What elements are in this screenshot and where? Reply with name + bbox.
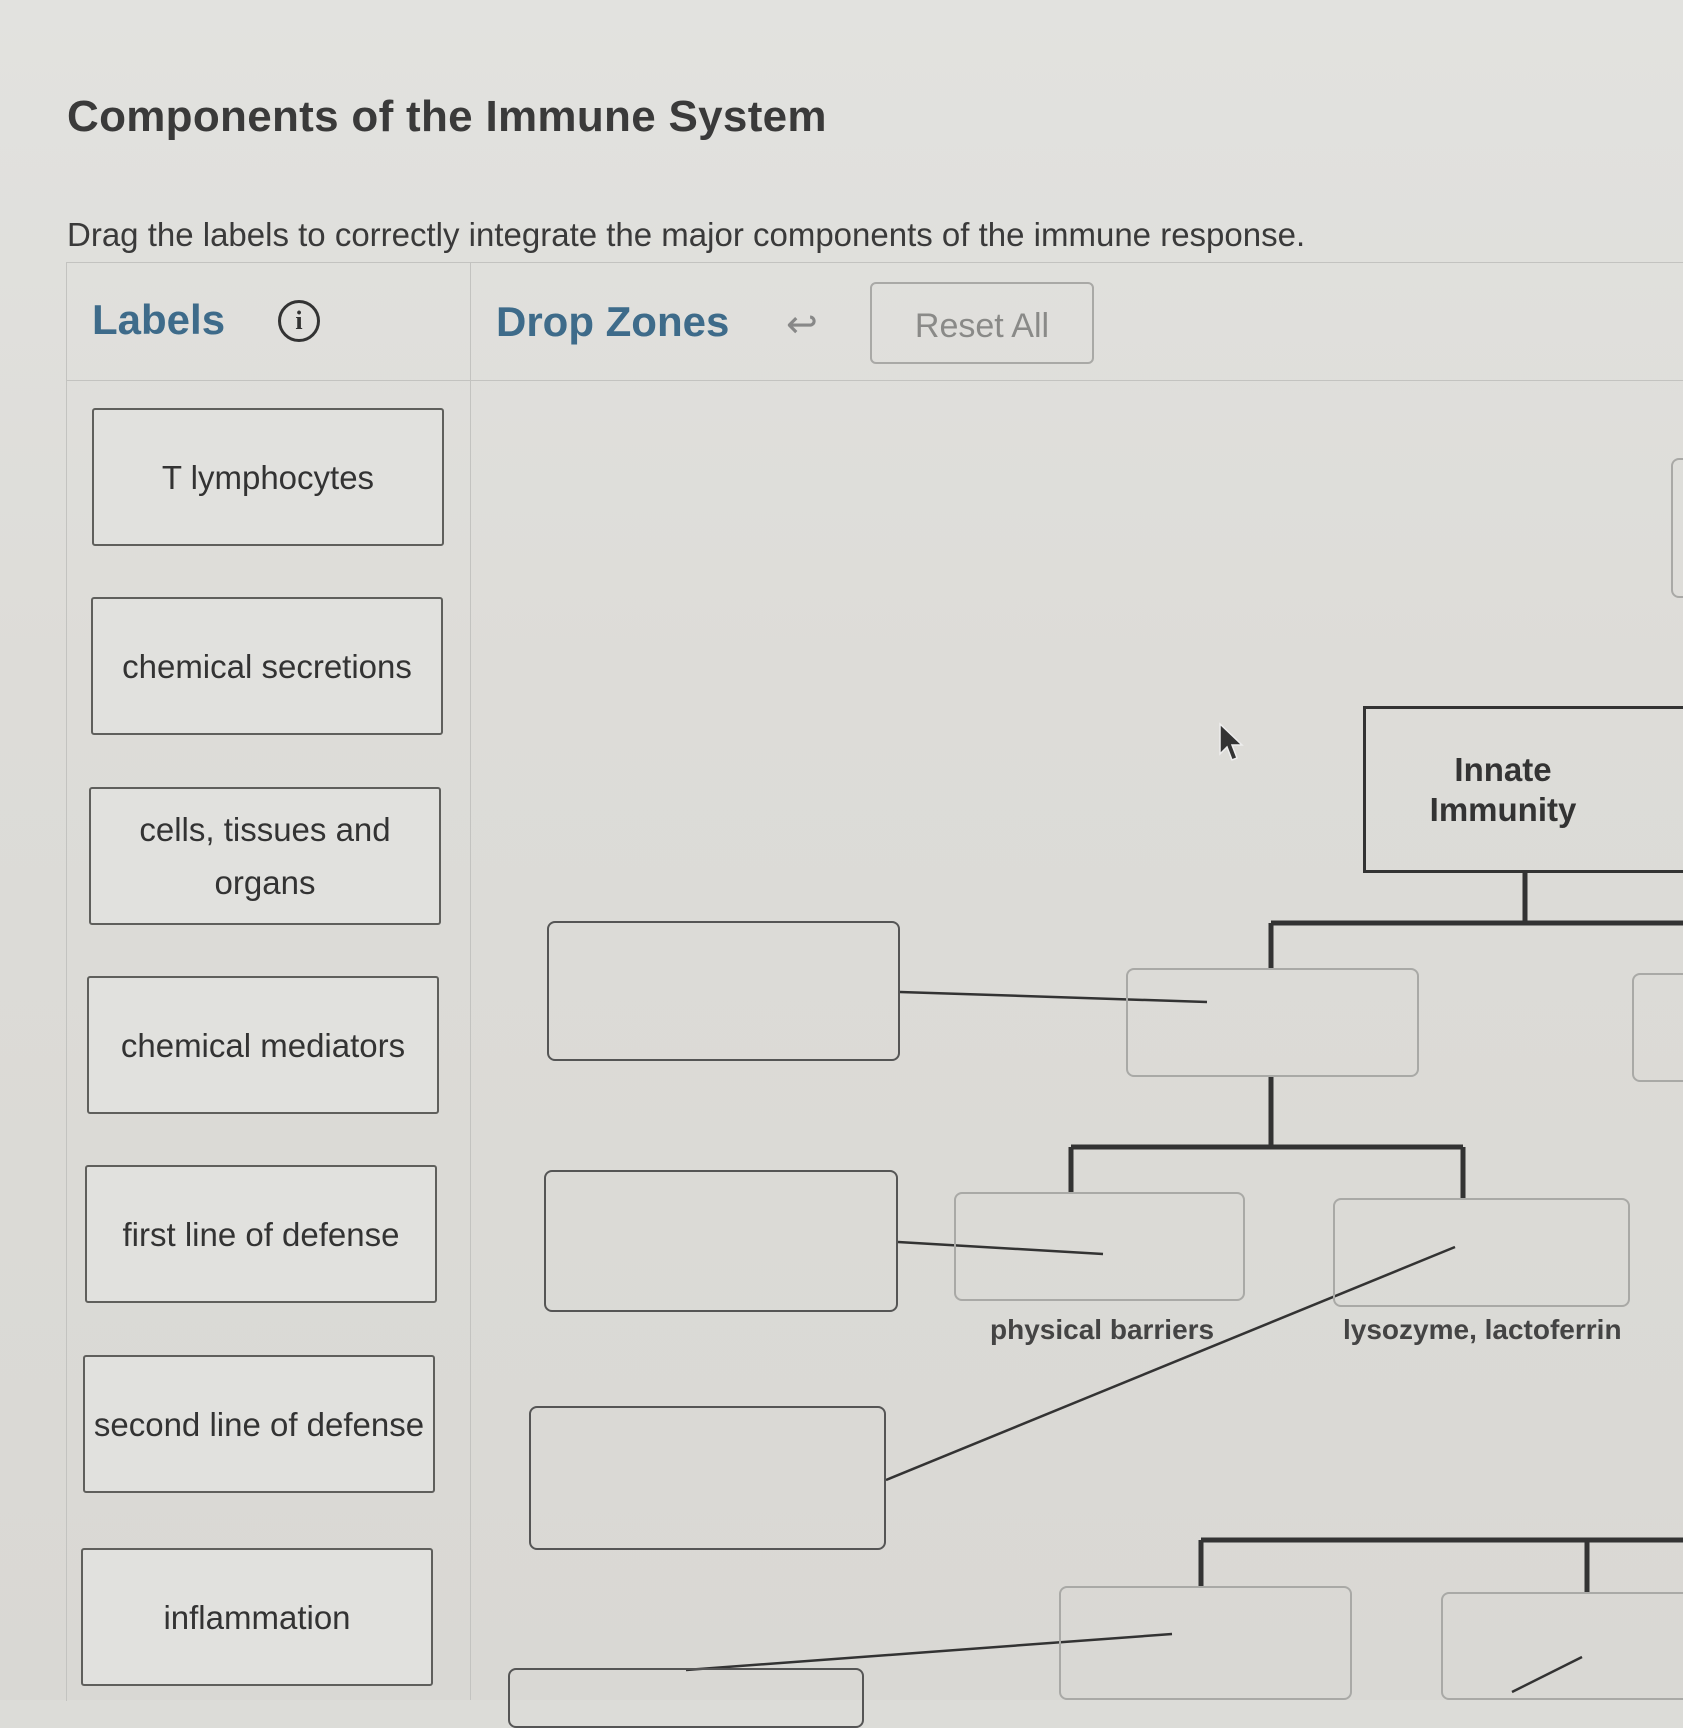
label-inflammation[interactable]: inflammation	[81, 1548, 433, 1686]
undo-icon[interactable]: ↩	[786, 304, 818, 346]
drop-zone[interactable]	[1059, 1586, 1352, 1700]
drop-zone[interactable]	[529, 1406, 886, 1550]
drop-zone[interactable]	[1671, 458, 1683, 598]
drop-zone[interactable]	[954, 1192, 1245, 1301]
column-divider	[470, 262, 471, 1700]
drop-zones-heading: Drop Zones	[496, 298, 730, 345]
info-icon[interactable]: i	[278, 300, 320, 342]
physical-barriers-text: physical barriers	[990, 1314, 1215, 1345]
label-first-line-of-defense[interactable]: first line of defense	[85, 1165, 437, 1303]
label-second-line-of-defense[interactable]: second line of defense	[83, 1355, 435, 1493]
label-chemical-mediators[interactable]: chemical mediators	[87, 976, 439, 1114]
drop-zone[interactable]	[1333, 1198, 1630, 1307]
activity-panel	[66, 262, 1683, 1701]
lysozyme-lactoferrin-text: lysozyme, lactoferrin	[1343, 1314, 1622, 1345]
labels-heading: Labels	[92, 296, 226, 343]
drop-zone[interactable]	[1632, 973, 1683, 1082]
label-chemical-secretions[interactable]: chemical secretions	[91, 597, 443, 735]
drop-zone[interactable]	[1126, 968, 1419, 1077]
drop-zone[interactable]	[547, 921, 900, 1061]
innate-immunity-label: Innate Immunity	[1429, 750, 1577, 828]
drop-zone[interactable]	[544, 1170, 898, 1312]
drop-zone[interactable]	[508, 1668, 864, 1728]
instructions-text: Drag the labels to correctly integrate t…	[67, 216, 1306, 253]
mouse-pointer-icon	[1219, 722, 1244, 761]
drop-zone[interactable]	[1441, 1592, 1683, 1700]
reset-all-button[interactable]: Reset All	[870, 282, 1094, 364]
header-divider	[66, 380, 1683, 381]
label-t-lymphocytes[interactable]: T lymphocytes	[92, 408, 444, 546]
innate-immunity-node: Innate Immunity	[1363, 706, 1683, 873]
label-cells-tissues-organs[interactable]: cells, tissues and organs	[89, 787, 441, 925]
page-title: Components of the Immune System	[67, 92, 827, 141]
